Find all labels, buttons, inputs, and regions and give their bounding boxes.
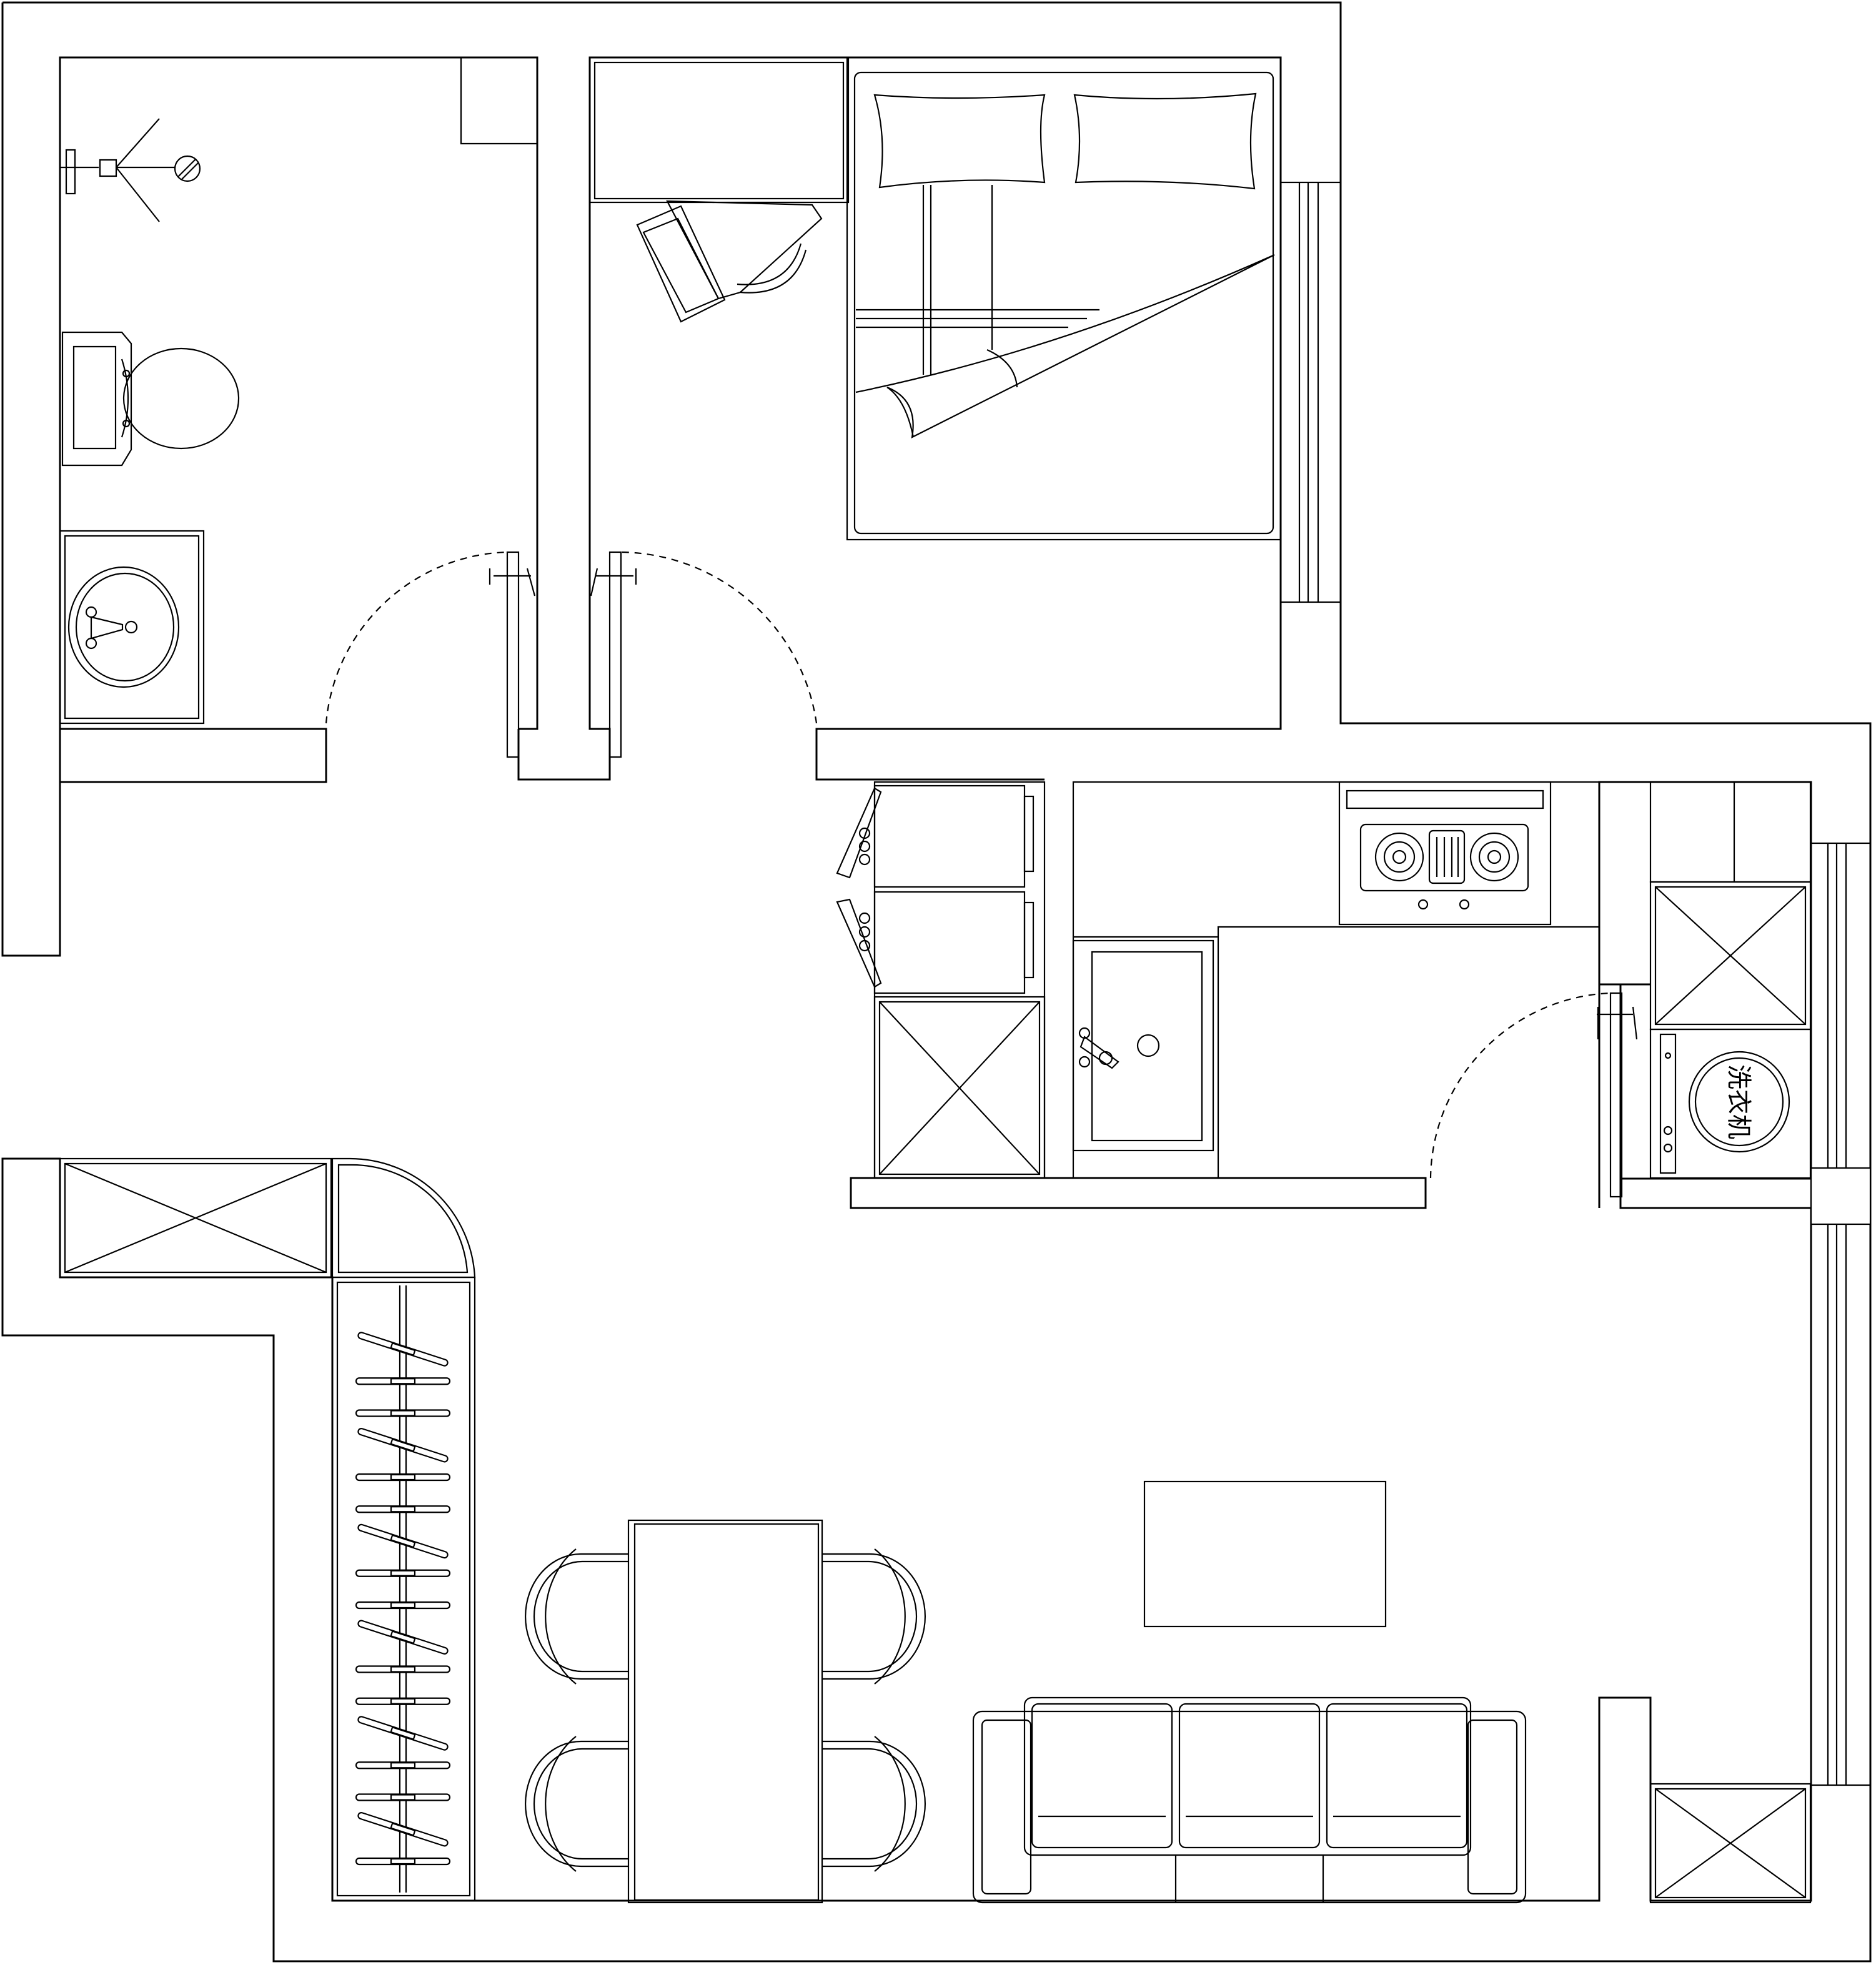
desk-icon	[588, 56, 850, 204]
bathroom	[59, 118, 536, 758]
dining-table-icon	[627, 1519, 823, 1904]
living-window	[1810, 842, 1872, 1786]
dining-chair-icon	[525, 1548, 628, 1685]
bath-bed-partition	[517, 56, 1282, 781]
hanger-hook-icon	[390, 1506, 416, 1513]
hangers	[355, 1332, 451, 1866]
kitchen-left-cabinet	[836, 781, 1046, 1179]
hanger-hook-icon	[390, 1378, 416, 1385]
pillow-icon	[1073, 92, 1257, 190]
kitchen-right-wall	[1598, 782, 1650, 1208]
hanger-hook-icon	[390, 1601, 416, 1609]
hanger-hook-icon	[390, 1666, 416, 1673]
desk-chair-icon	[636, 200, 823, 323]
hanger-hook-icon	[390, 1534, 416, 1548]
hanger-hook-icon	[390, 1794, 416, 1801]
sofa-icon	[972, 1696, 1527, 1904]
hanger-hook-icon	[390, 1438, 416, 1452]
bathroom-sink-icon	[59, 530, 205, 725]
bed-icon	[846, 56, 1282, 541]
stove-icon	[1338, 781, 1552, 926]
dining-chair-icon	[822, 1548, 926, 1685]
corner-cabinet	[1649, 1783, 1812, 1904]
hanger-hook-icon	[390, 1726, 416, 1741]
dining	[525, 1519, 926, 1904]
coffee-table-icon	[1143, 1480, 1387, 1628]
hanger-hook-icon	[390, 1822, 416, 1836]
bedroom-door-icon	[590, 551, 818, 758]
shower-head-icon	[60, 118, 201, 222]
upper-left-wall	[1, 2, 538, 957]
hanger-hook-icon	[390, 1570, 416, 1576]
washing-machine-icon: 洗衣机	[1649, 1028, 1812, 1179]
hanger-hook-icon	[390, 1762, 416, 1769]
toilet-icon	[61, 331, 240, 467]
bath-corner-box	[460, 57, 537, 145]
hanger-hook-icon	[390, 1410, 416, 1417]
hanger-hook-icon	[390, 1473, 416, 1481]
hanger-hook-icon	[390, 1630, 416, 1645]
wardrobe-icon	[331, 1276, 476, 1902]
laundry: 洗衣机	[1649, 781, 1812, 1179]
dining-chair-icon	[525, 1736, 628, 1872]
kitchen	[836, 781, 1638, 1198]
kitchen-sink-icon	[1072, 939, 1214, 1152]
pillow-icon	[873, 94, 1046, 189]
storage	[59, 1157, 476, 1279]
bath-bottom-wall	[60, 728, 327, 783]
washer-label: 洗衣机	[1724, 1064, 1753, 1139]
hanger-hook-icon	[390, 1698, 416, 1705]
bathroom-door-icon	[325, 551, 536, 758]
hanger-hook-icon	[390, 1858, 416, 1865]
hanger-hook-icon	[390, 1342, 416, 1357]
bedroom	[588, 56, 1282, 758]
kitchen-counter-wall	[850, 1177, 1427, 1209]
bedroom-window	[1279, 181, 1342, 603]
dining-chair-icon	[822, 1736, 926, 1872]
kitchen-counter	[1072, 781, 1601, 1179]
laundry-door-icon	[1429, 992, 1638, 1198]
